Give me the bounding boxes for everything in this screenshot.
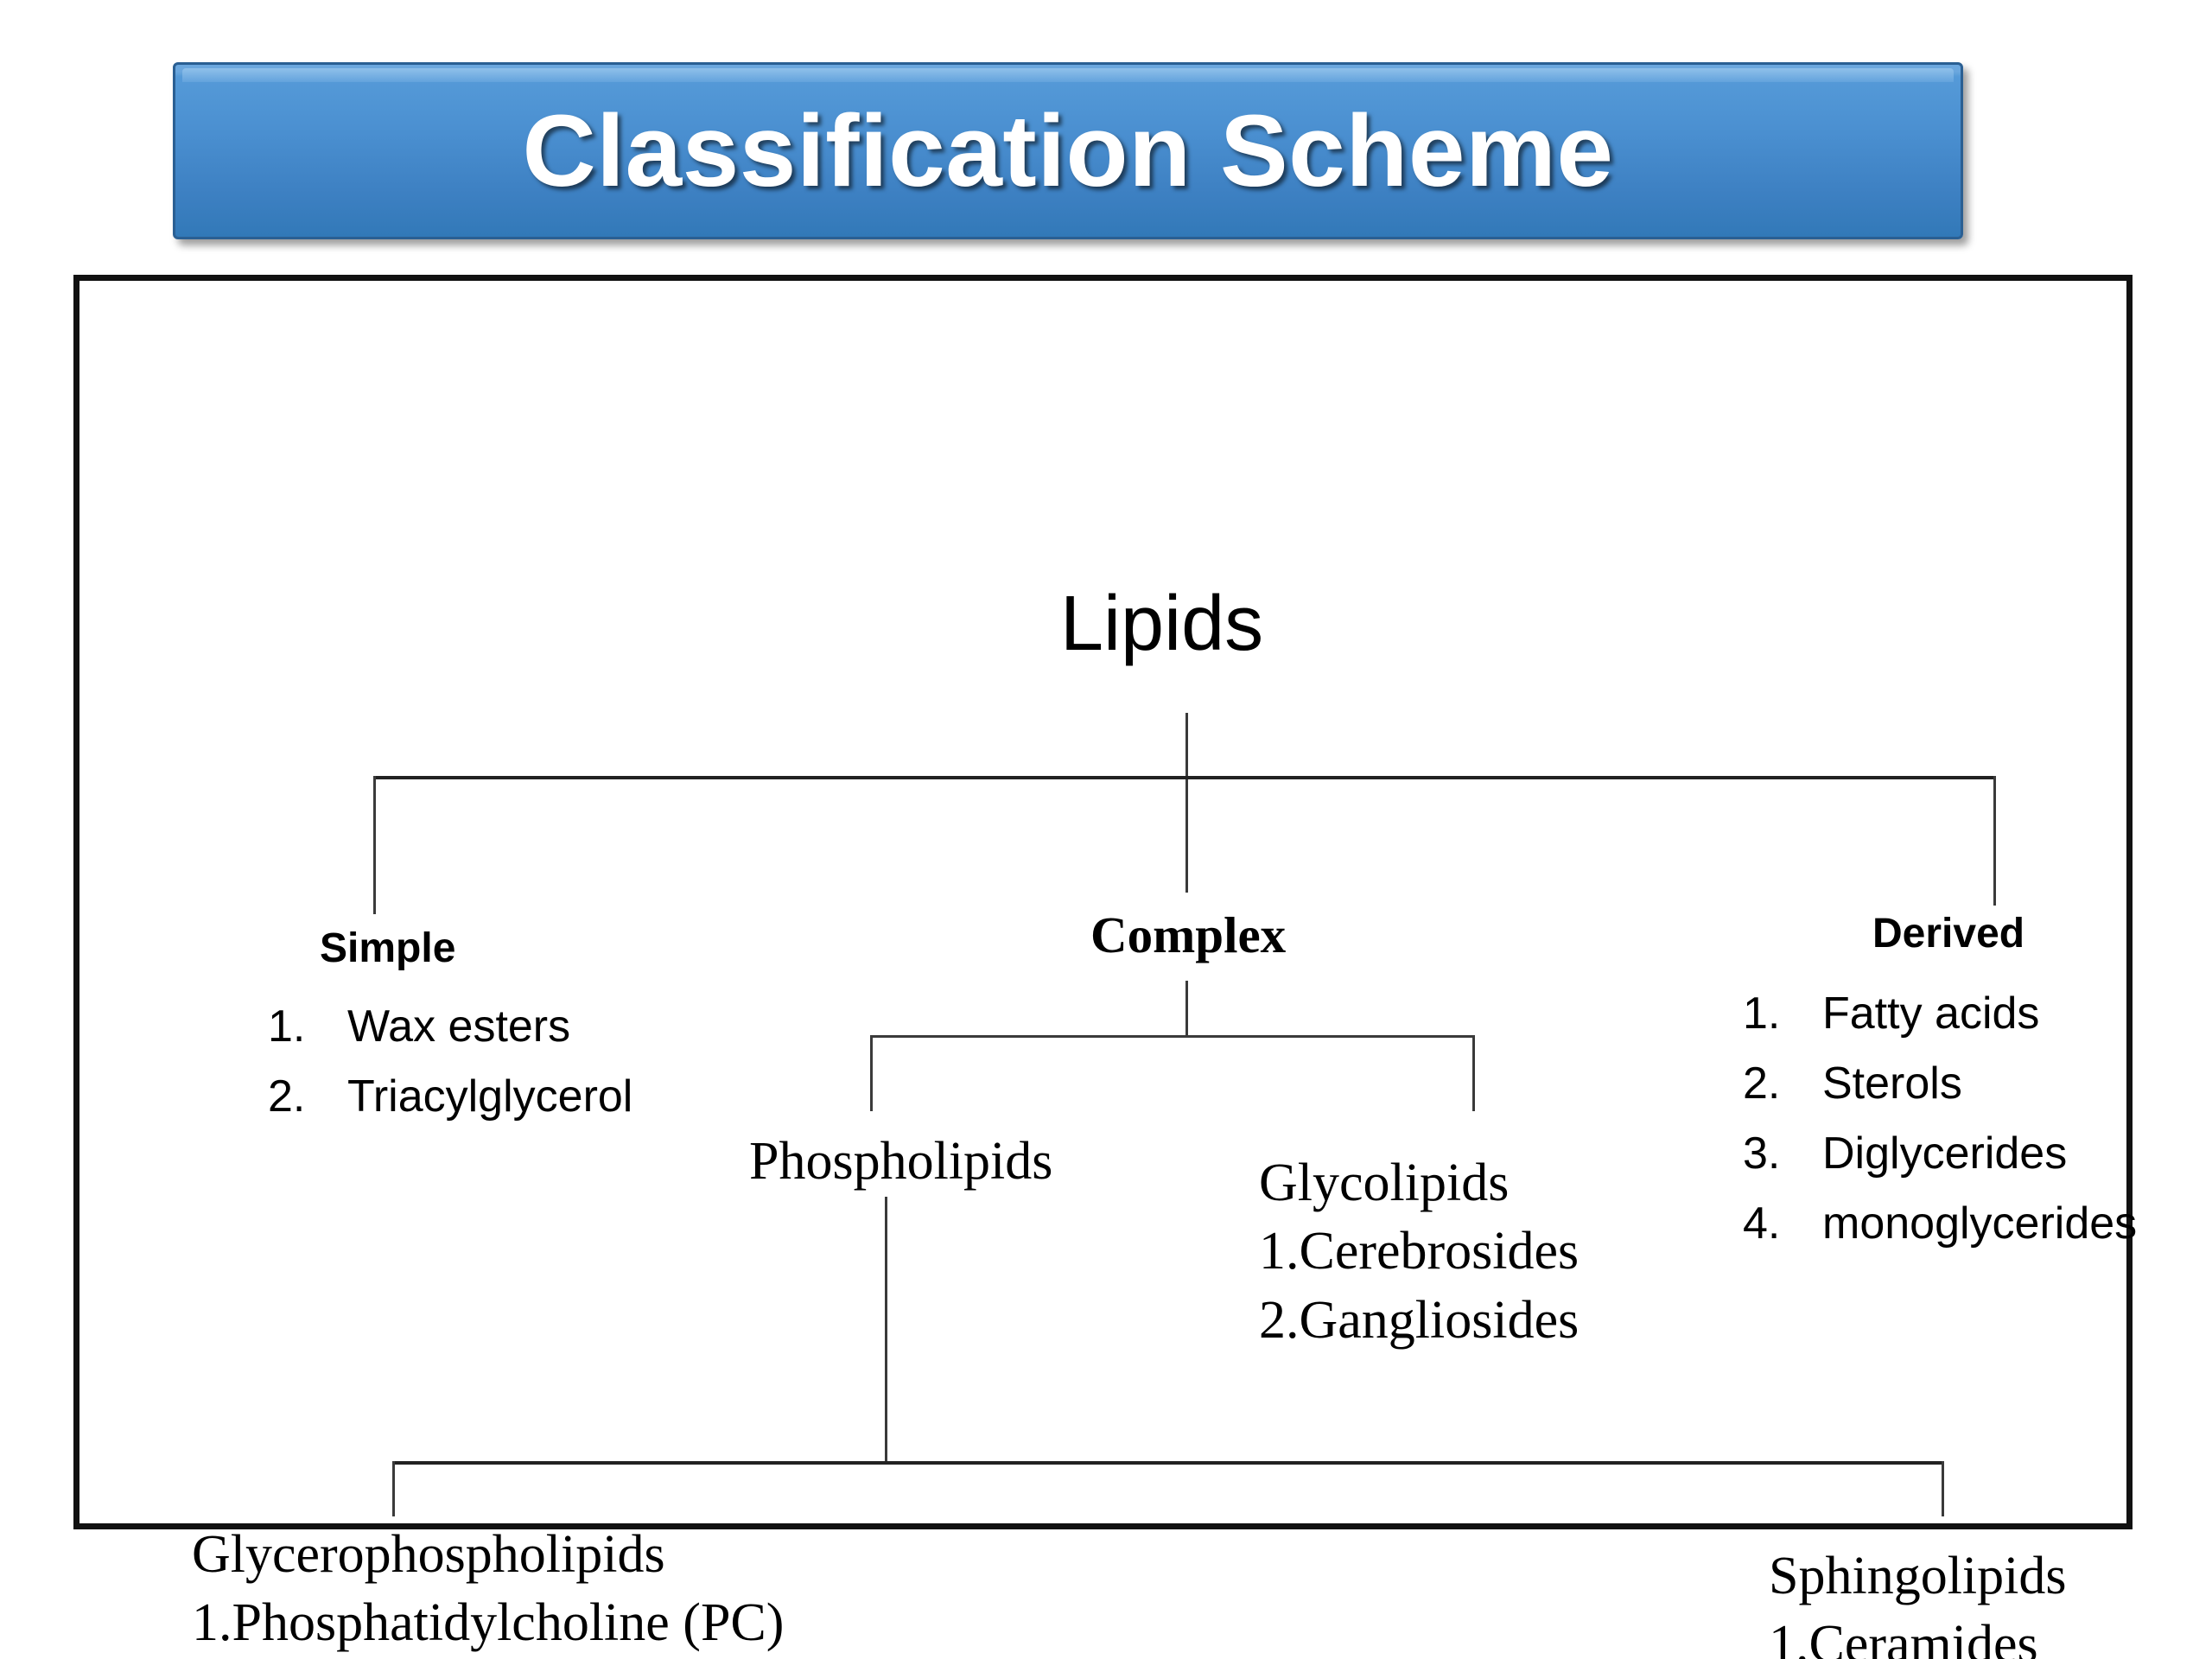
list-item-label: Sterols	[1822, 1058, 1962, 1109]
list-item-label: Triacylglycerol	[347, 1071, 633, 1122]
list-item: 3. Diglycerides	[1743, 1119, 2137, 1189]
node-glycerophospholipids-item-1: 1.Phosphatidylcholine (PC)	[192, 1593, 785, 1653]
list-derived: 1. Fatty acids 2. Sterols 3. Diglycerides 4…	[1743, 979, 2137, 1259]
node-sphingolipids: Sphingolipids 1.Ceramides 2.Sphingomyeli…	[1769, 1542, 2136, 1659]
list-item-label: Wax esters	[347, 1001, 571, 1052]
node-derived-header: Derived	[1872, 911, 2025, 957]
list-item-number: 3.	[1743, 1128, 1781, 1179]
list-item-number: 1.	[268, 1001, 306, 1052]
edge-phospholipids-bar	[392, 1461, 1943, 1465]
edge-drop-simple	[373, 776, 376, 914]
list-simple: 1. Wax esters 2. Triacylglycerol	[268, 992, 632, 1132]
list-item-label: Diglycerides	[1822, 1128, 2068, 1179]
node-phospholipids: Phospholipids	[749, 1132, 1053, 1191]
node-glycerophospholipids: Glycerophospholipids 1.Phosphatidylcholi…	[192, 1521, 912, 1659]
list-item-label: Fatty acids	[1822, 988, 2040, 1039]
node-lipids: Lipids	[1060, 581, 1264, 667]
edge-complex-bar	[870, 1035, 1475, 1038]
list-item: 1. Fatty acids	[1743, 979, 2137, 1049]
node-glycolipids-item-2: 2.Gangliosides	[1259, 1290, 1580, 1350]
list-item: 4. monoglycerides	[1743, 1189, 2137, 1259]
edge-drop-glycolipids	[1472, 1035, 1475, 1111]
node-glycerophospholipids-title: Glycerophospholipids	[192, 1525, 665, 1584]
edge-phospholipids-stem	[885, 1197, 887, 1465]
node-glycolipids-item-1: 1.Cerebrosides	[1259, 1222, 1580, 1281]
edge-drop-derived	[1993, 776, 1996, 906]
edge-drop-sphingolipids	[1942, 1461, 1944, 1516]
node-simple-header: Simple	[320, 925, 456, 971]
list-item-number: 2.	[268, 1071, 306, 1122]
list-item: 1. Wax esters	[268, 992, 632, 1062]
edge-complex-stem	[1185, 981, 1188, 1038]
list-item-number: 4.	[1743, 1198, 1781, 1249]
edge-drop-phospholipids	[870, 1035, 873, 1111]
edge-drop-glycerophospholipids	[392, 1461, 395, 1516]
classification-diagram-box: Lipids Simple 1. Wax esters 2. Triacylglyc…	[73, 275, 2137, 1659]
list-item-number: 2.	[1743, 1058, 1781, 1109]
page-title: Classification Scheme	[522, 93, 1614, 208]
edge-lipids-stem	[1185, 713, 1188, 893]
node-sphingolipids-title: Sphingolipids	[1769, 1547, 2067, 1605]
node-complex-header: Complex	[1090, 906, 1287, 963]
node-glycolipids-title: Glycolipids	[1259, 1154, 1510, 1212]
edge-level1-bar	[373, 776, 1996, 779]
list-item-number: 1.	[1743, 988, 1781, 1039]
list-item: 2. Sterols	[1743, 1049, 2137, 1119]
list-item: 2. Triacylglycerol	[268, 1062, 632, 1132]
node-glycolipids: Glycolipids 1.Cerebrosides 2.Ganglioside…	[1259, 1149, 1579, 1355]
title-banner: Classification Scheme	[173, 62, 1963, 239]
node-sphingolipids-item-1: 1.Ceramides	[1769, 1615, 2038, 1659]
list-item-label: monoglycerides	[1822, 1198, 2138, 1249]
